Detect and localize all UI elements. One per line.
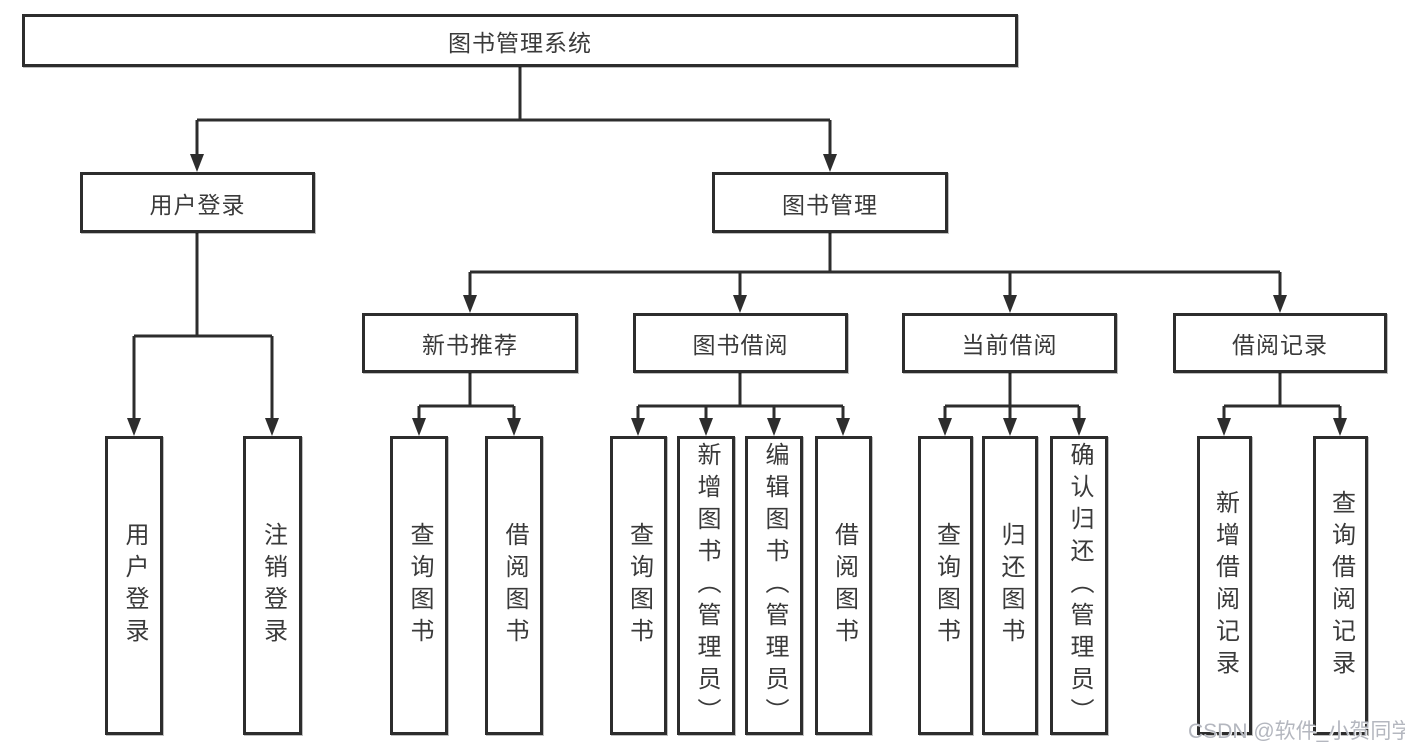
leaf-label: 编辑图书（管理员） [761, 441, 788, 730]
leaf-user-login: 用户登录 [105, 436, 163, 735]
leaf-return-books: 归还图书 [982, 436, 1038, 735]
leaf-edit-books-admin: 编辑图书（管理员） [745, 436, 803, 735]
leaf-label: 借阅图书 [830, 521, 858, 650]
leaf-add-books-admin: 新增图书（管理员） [677, 436, 735, 735]
node-new-book-recommendation: 新书推荐 [362, 313, 578, 373]
leaf-label: 借阅图书 [501, 521, 528, 650]
node-book-borrowing: 图书借阅 [633, 313, 848, 373]
node-book-management: 图书管理 [712, 172, 948, 233]
node-library-management-system: 图书管理系统 [22, 14, 1018, 67]
leaf-borrow-books-2: 借阅图书 [815, 436, 872, 735]
node-user-login: 用户登录 [80, 172, 315, 233]
leaf-label: 查询图书 [406, 521, 433, 650]
leaf-label: 新增借阅记录 [1211, 489, 1239, 682]
node-current-borrowing: 当前借阅 [902, 313, 1117, 373]
node-borrowing-records: 借阅记录 [1173, 313, 1387, 373]
leaf-label: 确认归还（管理员） [1066, 441, 1093, 730]
leaf-query-books-2: 查询图书 [610, 436, 667, 735]
leaf-logout: 注销登录 [243, 436, 302, 735]
leaf-label: 查询图书 [932, 521, 960, 650]
leaf-label: 查询借阅记录 [1327, 489, 1355, 682]
leaf-label: 归还图书 [997, 521, 1024, 650]
leaf-add-borrow-record: 新增借阅记录 [1197, 436, 1252, 735]
csdn-watermark: CSDN @软件_小贺同学 [1188, 720, 1405, 743]
leaf-query-books-3: 查询图书 [918, 436, 973, 735]
leaf-confirm-return-admin: 确认归还（管理员） [1050, 436, 1108, 735]
leaf-label: 用户登录 [121, 521, 148, 650]
leaf-query-books-1: 查询图书 [390, 436, 448, 735]
leaf-label: 新增图书（管理员） [693, 441, 720, 730]
leaf-label: 注销登录 [259, 521, 287, 650]
leaf-label: 查询图书 [625, 521, 653, 650]
leaf-borrow-books-1: 借阅图书 [485, 436, 543, 735]
leaf-query-borrow-record: 查询借阅记录 [1313, 436, 1368, 735]
